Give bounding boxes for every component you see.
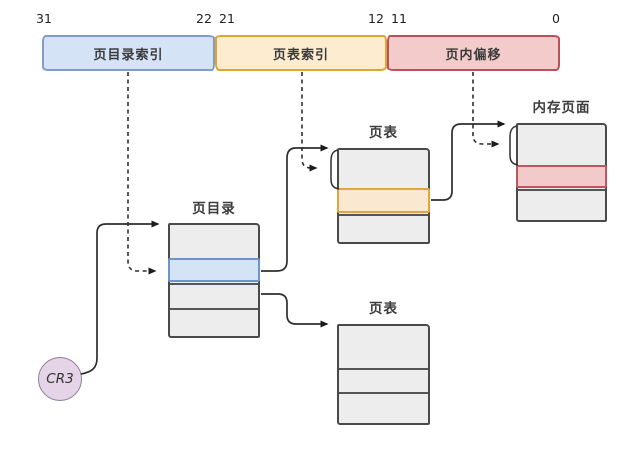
dashed-arrow-page-offset [472, 72, 500, 148]
highlighted-memory-row [516, 165, 607, 188]
highlighted-page-table-entry [337, 188, 430, 213]
table-row [170, 225, 258, 260]
dashed-arrow-directory-index [127, 72, 157, 275]
dashed-arrow-page-table-index [301, 72, 318, 172]
table-row [339, 392, 428, 427]
cr3-label: CR3 [46, 371, 74, 387]
table-row [518, 125, 605, 167]
table-row [339, 214, 428, 246]
page-table-upper [337, 148, 430, 244]
memory-page-title: 内存页面 [532, 100, 591, 116]
page-directory-table [168, 223, 260, 338]
table-row [339, 150, 428, 190]
segment-page-table-index: 页表索引 [215, 35, 387, 71]
table-row [339, 326, 428, 368]
page-table-upper-title: 页表 [369, 125, 398, 141]
bit-label-21: 21 [219, 11, 235, 26]
highlighted-directory-entry [168, 258, 260, 282]
bit-label-0: 0 [552, 11, 560, 26]
segment-page-offset: 页内偏移 [387, 35, 560, 71]
bit-label-12: 12 [368, 11, 384, 26]
memory-page-table [516, 123, 607, 222]
arrow-cr3-to-directory [80, 220, 160, 375]
table-row [170, 308, 258, 340]
segment-page-directory-index: 页目录索引 [42, 35, 215, 71]
table-row [170, 283, 258, 308]
page-table-lower [337, 324, 430, 425]
arrow-directory-entry-to-page-table [261, 144, 329, 272]
page-table-lower-title: 页表 [369, 301, 398, 317]
arrow-directory-to-lower-page-table [261, 293, 329, 328]
page-directory-title: 页目录 [192, 201, 236, 217]
bit-label-31: 31 [36, 11, 52, 26]
bit-label-22: 22 [196, 11, 212, 26]
arrow-page-table-entry-to-memory-page [431, 120, 506, 201]
cr3-register: CR3 [38, 357, 82, 401]
table-row [339, 368, 428, 392]
table-row [518, 189, 605, 224]
bit-label-11: 11 [391, 11, 407, 26]
